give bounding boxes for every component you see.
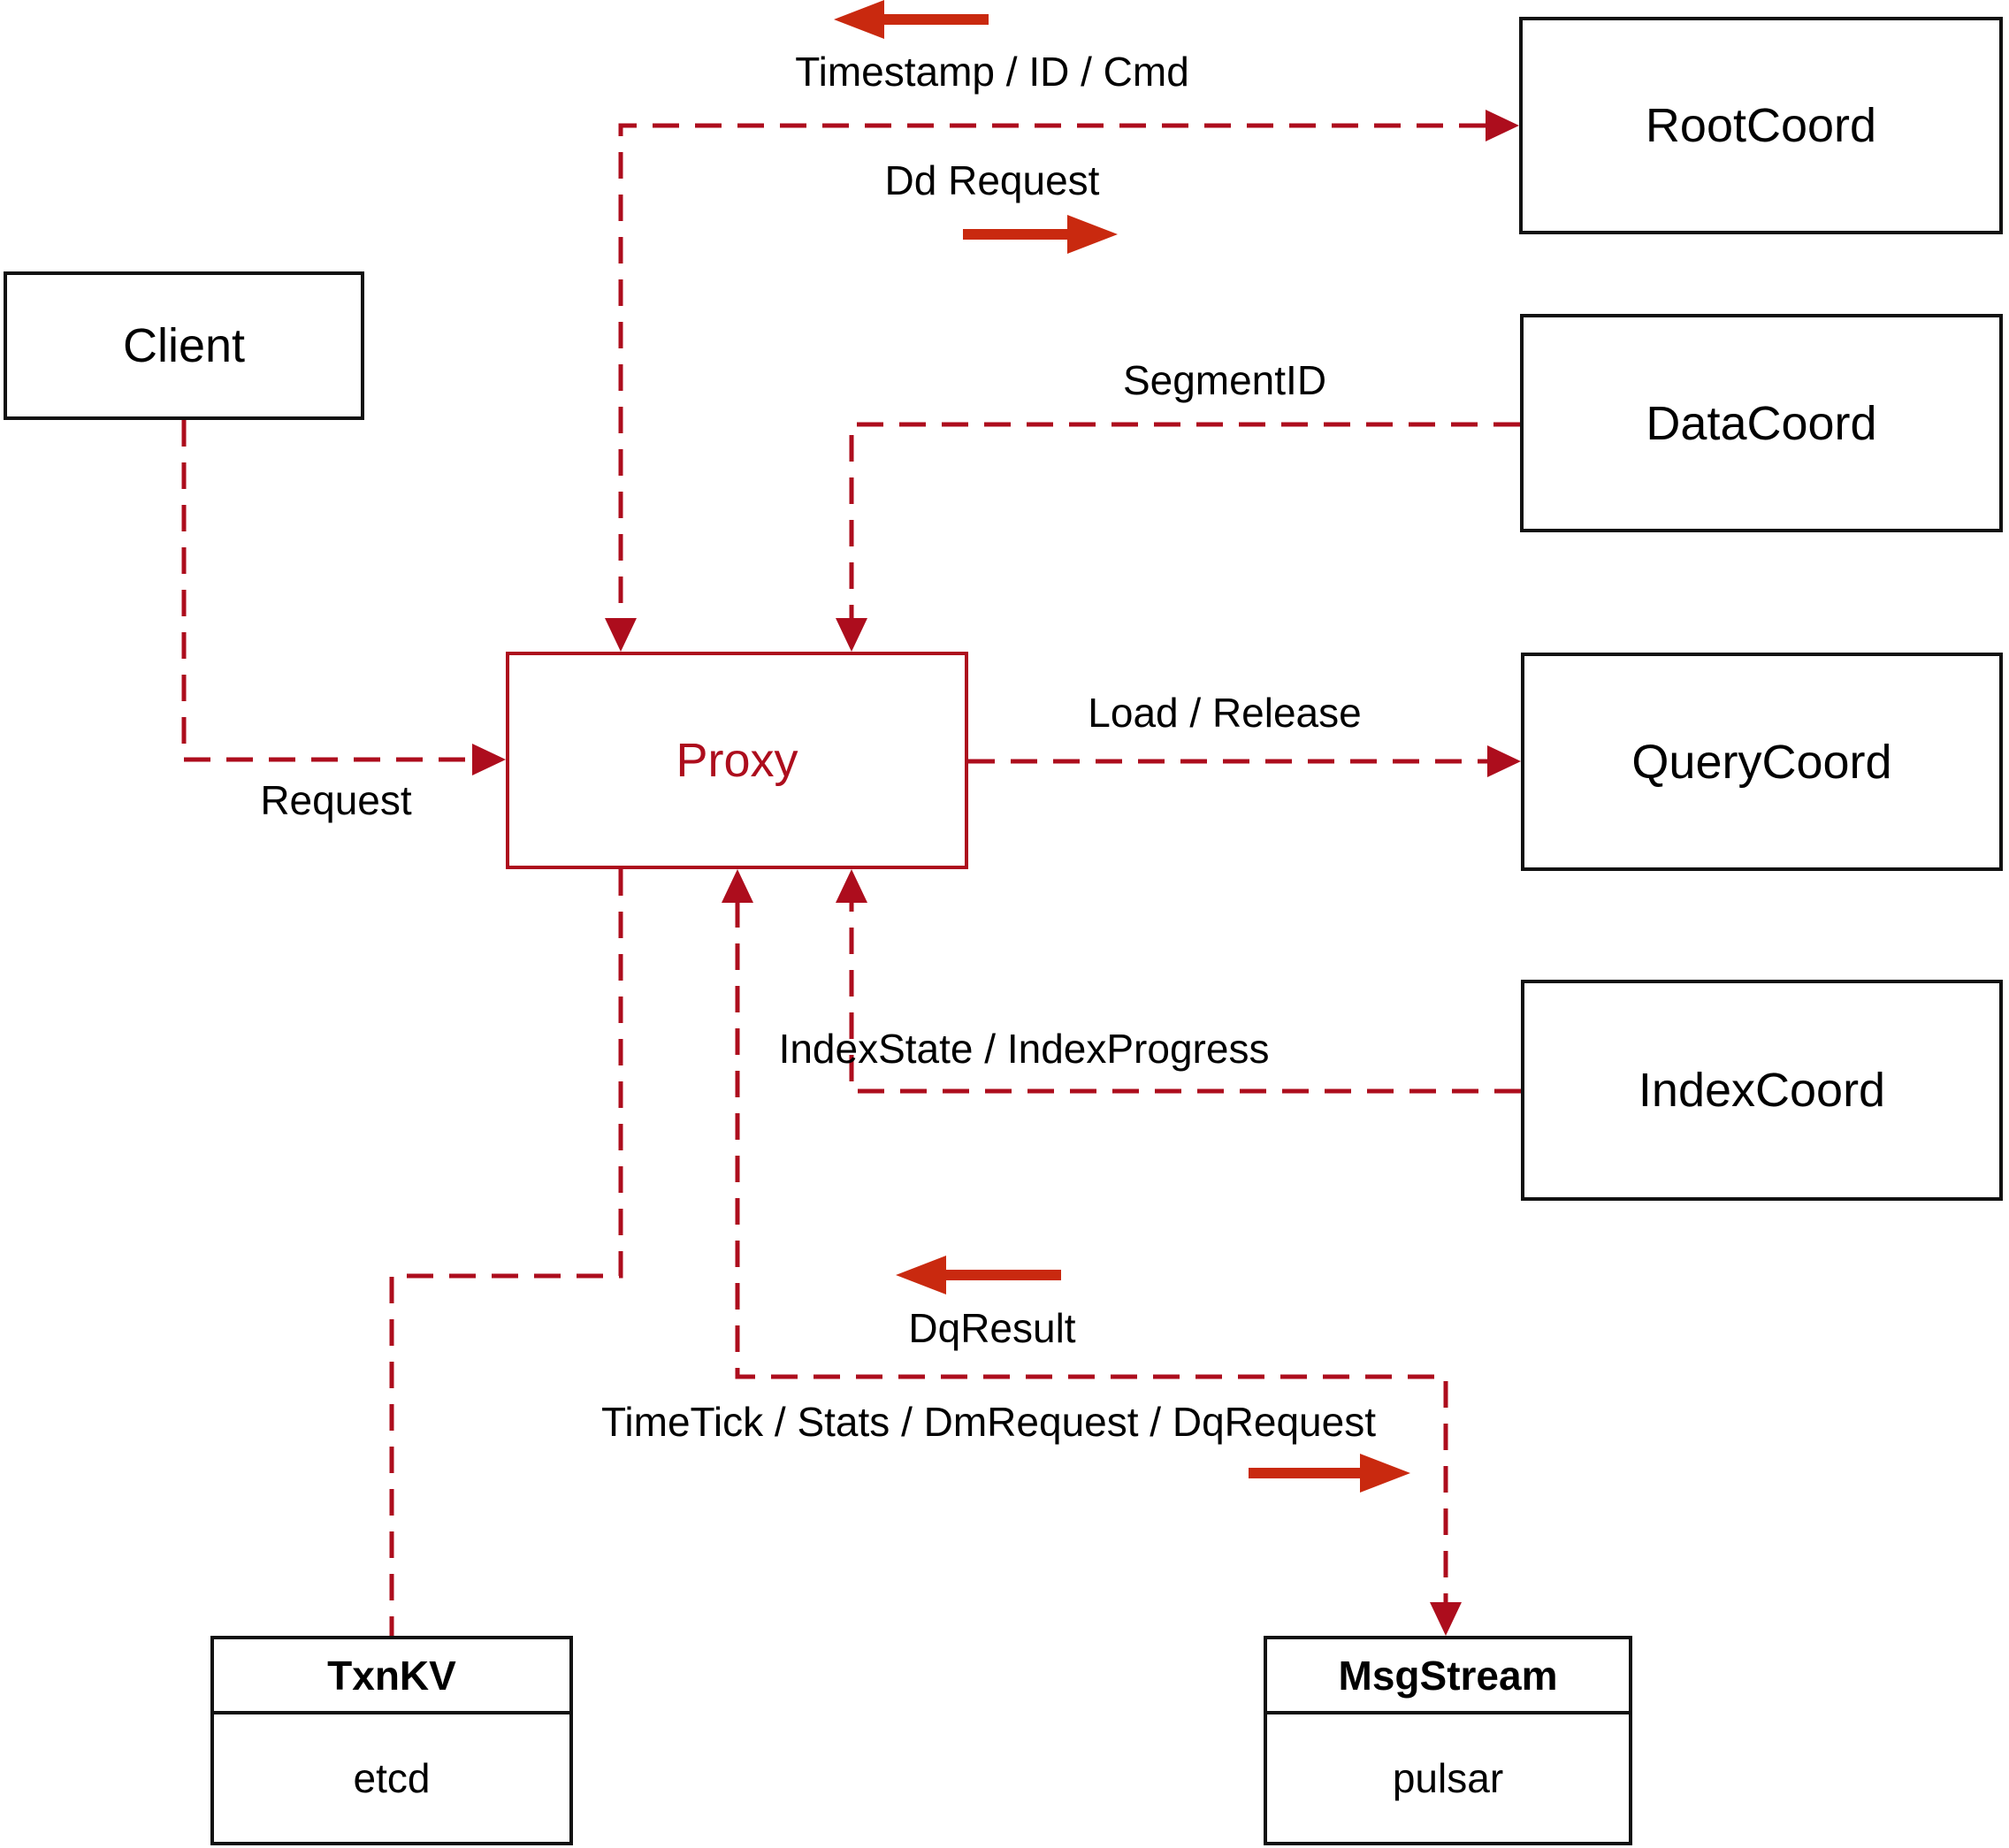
rootcoord-label: RootCoord bbox=[1645, 99, 1877, 152]
arrowhead-down-into-proxy-left-icon bbox=[605, 618, 637, 652]
msgstream-title-row: MsgStream bbox=[1267, 1639, 1629, 1714]
arrowhead-into-proxy-from-client-icon bbox=[472, 744, 506, 775]
label-load-release: Load / Release bbox=[1088, 690, 1362, 736]
label-request: Request bbox=[260, 777, 412, 823]
node-txnkv: TxnKV etcd bbox=[210, 1636, 573, 1845]
arrow-right-timetick-icon bbox=[1249, 1454, 1410, 1493]
edge-proxy-msgstream bbox=[735, 901, 1448, 1604]
querycoord-label: QueryCoord bbox=[1631, 735, 1892, 789]
edge-indexcoord-proxy bbox=[849, 901, 1521, 1094]
label-timestamp-id-cmd: Timestamp / ID / Cmd bbox=[795, 49, 1189, 95]
label-segment-id: SegmentID bbox=[1122, 357, 1327, 403]
arrowhead-up-into-proxy-from-indexcoord-icon bbox=[836, 869, 867, 903]
txnkv-title-row: TxnKV bbox=[214, 1639, 569, 1714]
arrowhead-into-querycoord-icon bbox=[1487, 745, 1521, 777]
label-dd-request: Dd Request bbox=[884, 157, 1100, 203]
arrow-right-dd-request-icon bbox=[963, 215, 1118, 254]
arrowhead-up-into-proxy-from-msgstream-icon bbox=[722, 869, 753, 903]
edge-proxy-rootcoord bbox=[618, 123, 1486, 620]
msgstream-title: MsgStream bbox=[1338, 1652, 1558, 1699]
node-proxy: Proxy bbox=[506, 652, 968, 869]
arrowhead-into-msgstream-icon bbox=[1430, 1602, 1462, 1636]
arrow-left-timestamp-icon bbox=[834, 0, 989, 39]
edge-datacoord-proxy bbox=[849, 422, 1520, 620]
node-msgstream: MsgStream pulsar bbox=[1264, 1636, 1632, 1845]
txnkv-body-row: etcd bbox=[214, 1714, 569, 1842]
label-dq-result: DqResult bbox=[908, 1305, 1076, 1351]
arrow-left-dqresult-icon bbox=[896, 1256, 1061, 1294]
node-querycoord: QueryCoord bbox=[1521, 653, 2003, 871]
edge-client-proxy bbox=[181, 420, 474, 762]
txnkv-impl: etcd bbox=[353, 1755, 431, 1801]
node-rootcoord: RootCoord bbox=[1519, 17, 2003, 234]
arrowhead-into-rootcoord-icon bbox=[1486, 110, 1519, 141]
proxy-label: Proxy bbox=[676, 734, 798, 787]
node-indexcoord: IndexCoord bbox=[1521, 980, 2003, 1201]
arrowhead-down-into-proxy-right-icon bbox=[836, 618, 867, 652]
label-timetick-stats: TimeTick / Stats / DmRequest / DqRequest bbox=[601, 1399, 1376, 1445]
node-datacoord: DataCoord bbox=[1520, 314, 2003, 532]
datacoord-label: DataCoord bbox=[1646, 396, 1877, 450]
edge-proxy-txnkv bbox=[389, 869, 623, 1636]
txnkv-title: TxnKV bbox=[327, 1652, 456, 1699]
client-label: Client bbox=[122, 319, 246, 372]
msgstream-impl: pulsar bbox=[1392, 1755, 1504, 1801]
node-client: Client bbox=[4, 271, 364, 420]
indexcoord-label: IndexCoord bbox=[1638, 1064, 1886, 1117]
msgstream-body-row: pulsar bbox=[1267, 1714, 1629, 1842]
label-index-state-progress: IndexState / IndexProgress bbox=[778, 1026, 1270, 1072]
